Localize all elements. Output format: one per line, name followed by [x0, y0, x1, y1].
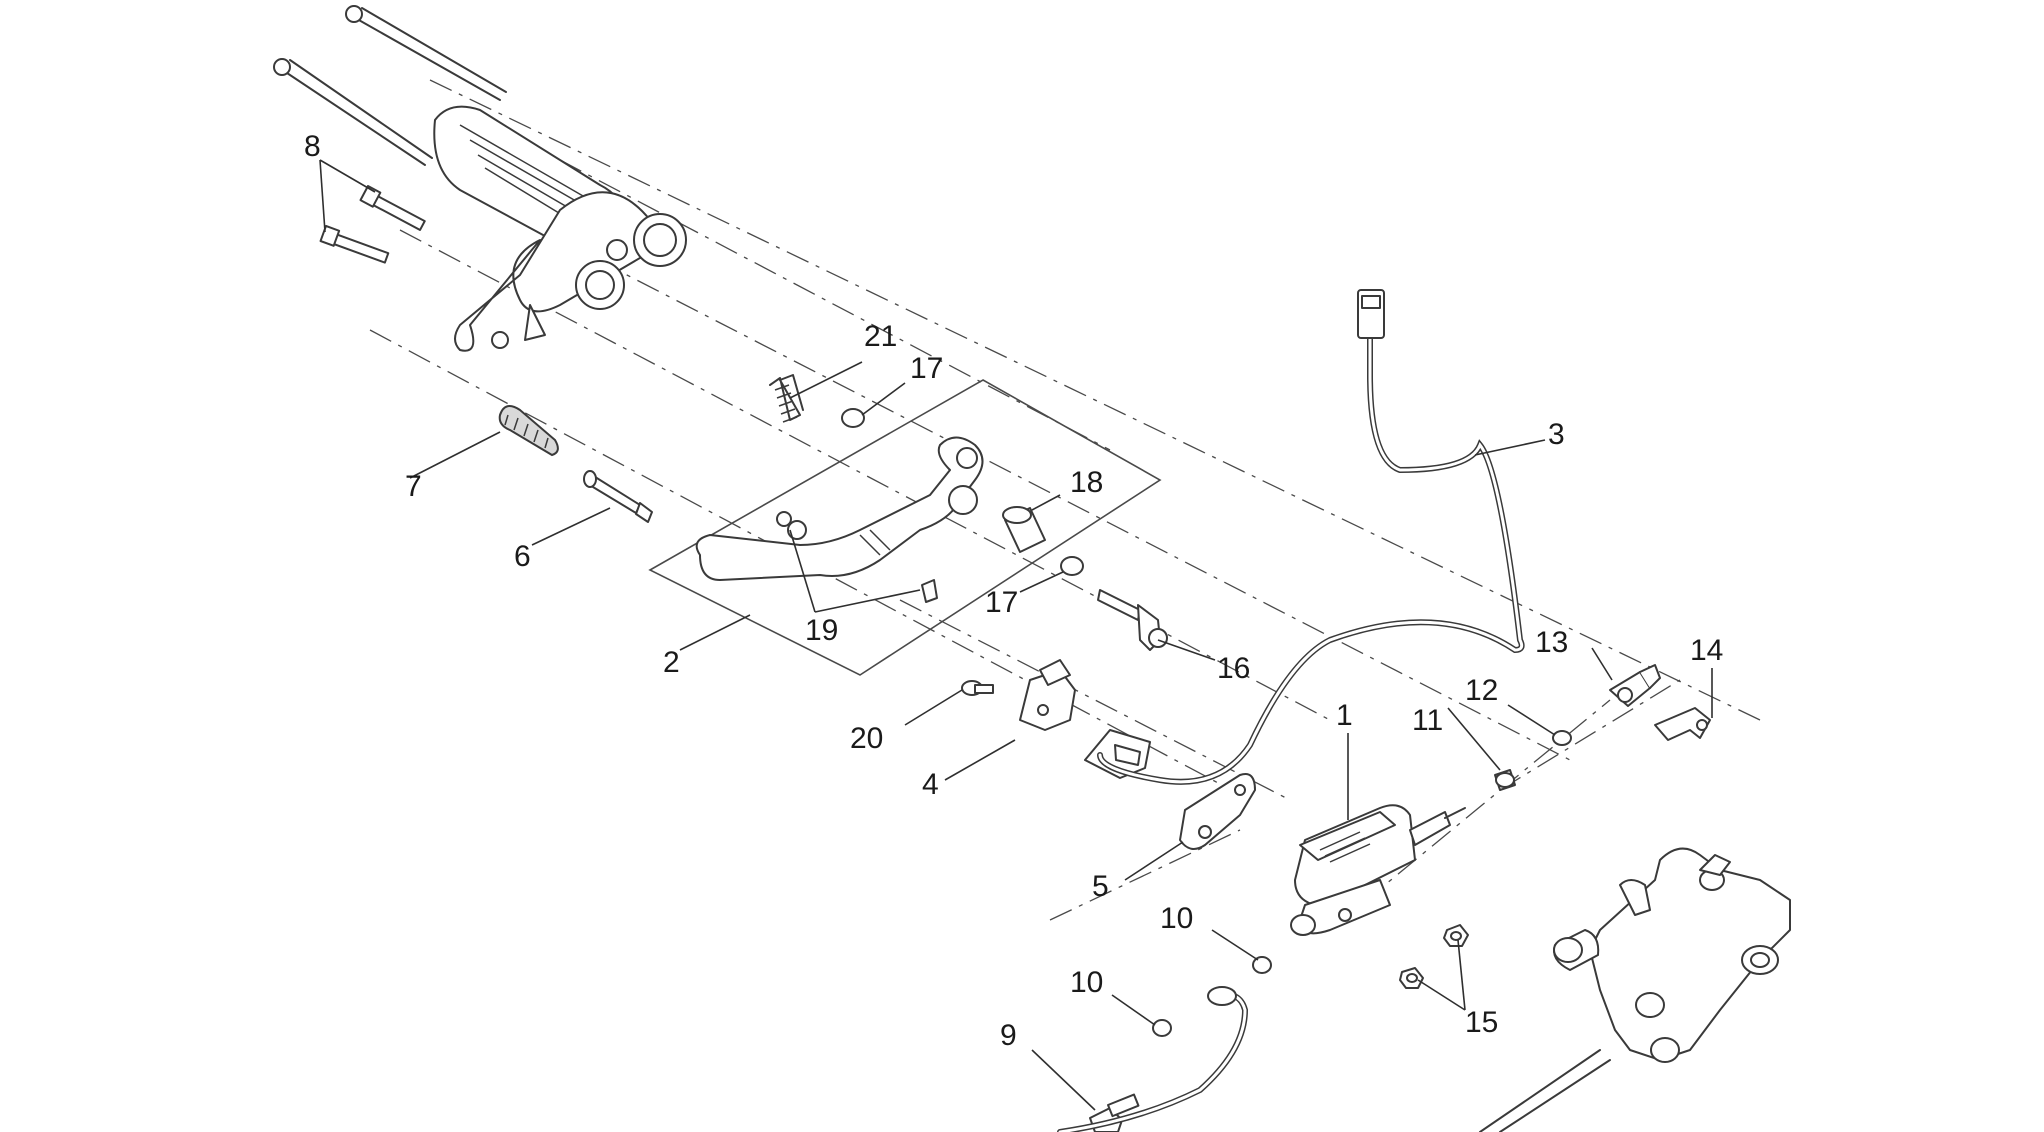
callout-19: 19 [805, 614, 838, 647]
washer-10-upper [1252, 956, 1272, 974]
callout-20: 20 [850, 722, 883, 755]
pushrod-6 [583, 470, 653, 523]
callout-17a: 17 [910, 352, 943, 385]
callout-4: 4 [922, 768, 939, 801]
pivot-bolt-16 [1097, 589, 1168, 651]
screw-20 [961, 680, 994, 696]
bolt-8-pair [319, 184, 426, 264]
nuts-15 [1399, 924, 1469, 989]
footrest-bracket [273, 5, 687, 352]
callout-1: 1 [1336, 699, 1353, 732]
nut-11 [1494, 769, 1516, 791]
brake-pedal [695, 436, 984, 603]
callout-16: 16 [1217, 652, 1250, 685]
callout-3: 3 [1548, 418, 1565, 451]
callout-2: 2 [663, 646, 680, 679]
callout-14: 14 [1690, 634, 1723, 667]
callout-12: 12 [1465, 674, 1498, 707]
callout-6: 6 [514, 540, 531, 573]
callout-21: 21 [864, 320, 897, 353]
callout-17b: 17 [985, 586, 1018, 619]
washer-10-lower [1152, 1019, 1172, 1037]
master-cylinder-1 [1290, 804, 1466, 936]
washer-17-upper [841, 408, 865, 428]
callout-13: 13 [1535, 626, 1568, 659]
washer-12 [1552, 730, 1572, 746]
brake-light-switch-4 [1019, 659, 1076, 731]
clip-14 [1654, 707, 1711, 741]
leader-lines [319, 159, 1713, 1111]
callout-10b: 10 [1070, 966, 1103, 999]
callout-10a: 10 [1160, 902, 1193, 935]
callout-9: 9 [1000, 1019, 1017, 1052]
callout-15: 15 [1465, 1006, 1498, 1039]
bushing-18 [1002, 506, 1046, 553]
callout-8: 8 [304, 130, 321, 163]
switch-cable-3 [1097, 289, 1525, 785]
pedal-kit-frame [648, 379, 1162, 676]
washer-17-lower [1060, 556, 1084, 576]
switch-connector [1084, 729, 1151, 779]
callout-labels: 1 2 3 4 5 6 7 8 9 10 10 11 12 13 14 15 1… [304, 130, 1723, 1052]
callout-18: 18 [1070, 466, 1103, 499]
mounting-plate-5 [1179, 773, 1256, 850]
callout-5: 5 [1092, 870, 1109, 903]
dust-boot-7 [498, 405, 559, 457]
clevis-13 [1609, 664, 1661, 707]
callout-7: 7 [405, 470, 422, 503]
brake-hose [1057, 986, 1249, 1132]
spring-21 [769, 374, 804, 423]
callout-11: 11 [1412, 704, 1443, 737]
frame-bracket [1479, 847, 1791, 1132]
